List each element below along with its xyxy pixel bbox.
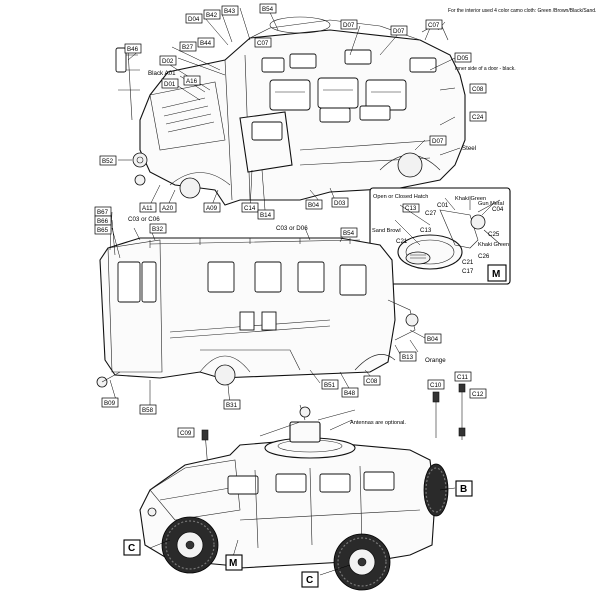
label-c10: C10 [430, 382, 442, 389]
label-a20: A20 [162, 205, 174, 212]
label-c07-b: C07 [428, 22, 440, 29]
label-b46: B46 [127, 46, 139, 53]
label-d04: D04 [188, 16, 200, 23]
label-b04-a: B04 [308, 202, 320, 209]
label-b04-b: B04 [427, 336, 439, 343]
middle-hull-labels: B67 B66 B65 C03 or C06 B32 C03 or D06 B5… [94, 206, 487, 415]
label-b43: B43 [224, 8, 236, 15]
label-c03-or-c06-a: C03 or C06 [128, 216, 160, 223]
detail-m-key: M [492, 269, 500, 280]
label-a16: A16 [186, 78, 198, 85]
label-b14: B14 [260, 212, 272, 219]
top-cabin-labels: B54 B43 B42 D04 C07 D07 D07 C07 For the … [99, 3, 596, 220]
detail-m-gun-metal: Gun Metal [478, 201, 504, 207]
callout-c-bottom: C [301, 571, 319, 588]
label-b54-top: B54 [262, 6, 274, 13]
detail-m-c04: C04 [492, 206, 504, 213]
bottom-vehicle-labels: Antennas are optional. C09 [177, 419, 406, 438]
label-steel: Steel [462, 145, 476, 152]
detail-m-sand-brown: Sand Browl [372, 228, 401, 234]
label-c08-b: C08 [366, 378, 378, 385]
label-a11: A11 [142, 205, 153, 212]
label-b27: B27 [182, 44, 194, 51]
label-b54-mid: B54 [343, 230, 355, 237]
detail-m-khaki-green-b: Khaki Green [478, 242, 509, 248]
label-c09: C09 [180, 430, 192, 437]
label-c07-a: C07 [257, 40, 269, 47]
label-d02: D02 [162, 58, 174, 65]
detail-m-c25: C25 [488, 231, 500, 238]
detail-m-c01: C01 [437, 202, 449, 209]
label-a09: A09 [206, 205, 218, 212]
label-d07-c: D07 [432, 138, 444, 145]
detail-m-c26: C26 [478, 253, 490, 260]
label-d01: D01 [164, 81, 176, 88]
label-d07-a: D07 [343, 22, 355, 29]
top-cabin-cutaway [115, 7, 466, 211]
label-d07-b: D07 [393, 28, 405, 35]
label-c03-or-d06-b: C03 or D06 [276, 225, 308, 232]
detail-m-c13: C13 [405, 205, 417, 212]
label-c08: C08 [472, 86, 484, 93]
label-b32: B32 [152, 226, 164, 233]
label-b42: B42 [206, 12, 218, 19]
label-b52: B52 [102, 158, 114, 165]
antennas-note: Antennas are optional. [350, 420, 406, 426]
label-b67: B67 [97, 209, 109, 216]
detail-m-hatch: Open or Closed Hatch C13 C01 C27 Khaki G… [369, 187, 511, 285]
label-b09: B09 [104, 400, 116, 407]
callout-c-bottom-letter: C [306, 575, 313, 586]
label-b66: B66 [97, 218, 109, 225]
detail-m-c17: C17 [462, 268, 474, 275]
label-c24: C24 [472, 114, 484, 121]
label-b13: B13 [402, 354, 414, 361]
detail-m-khaki-green: Khaki Green [455, 196, 486, 202]
detail-m-c21-b: C21 [462, 259, 474, 266]
label-d03: D03 [334, 200, 346, 207]
label-b58: B58 [142, 407, 154, 414]
callout-b: B [455, 480, 473, 497]
label-b65: B65 [97, 227, 109, 234]
callout-c-left-letter: C [128, 543, 135, 554]
interior-note-line: For the interior used 4 color camo cloth… [448, 8, 596, 14]
callout-m: M [225, 554, 243, 571]
detail-m-title: Open or Closed Hatch [373, 194, 428, 200]
label-c14: C14 [244, 205, 256, 212]
label-b48: B48 [344, 390, 356, 397]
bottom-vehicle-assembled [139, 383, 466, 591]
detail-m-c27: C27 [425, 210, 437, 217]
label-orange: Orange [425, 357, 446, 364]
callout-m-letter: M [229, 558, 237, 569]
label-black-a01: Black A01 [148, 70, 176, 77]
label-c11: C11 [457, 374, 468, 381]
label-b44: B44 [200, 40, 212, 47]
label-b51: B51 [324, 382, 336, 389]
detail-m-c13-b: C13 [420, 227, 432, 234]
detail-m-c21-a: C21 [396, 238, 408, 245]
callout-b-letter: B [460, 484, 467, 495]
label-c12: C12 [472, 391, 484, 398]
callout-c-left: C [123, 539, 141, 556]
door-note: Inner side of a door - black. [455, 66, 516, 72]
middle-rear-hull [96, 211, 426, 406]
label-d05: D05 [457, 55, 469, 62]
label-b31: B31 [226, 402, 238, 409]
